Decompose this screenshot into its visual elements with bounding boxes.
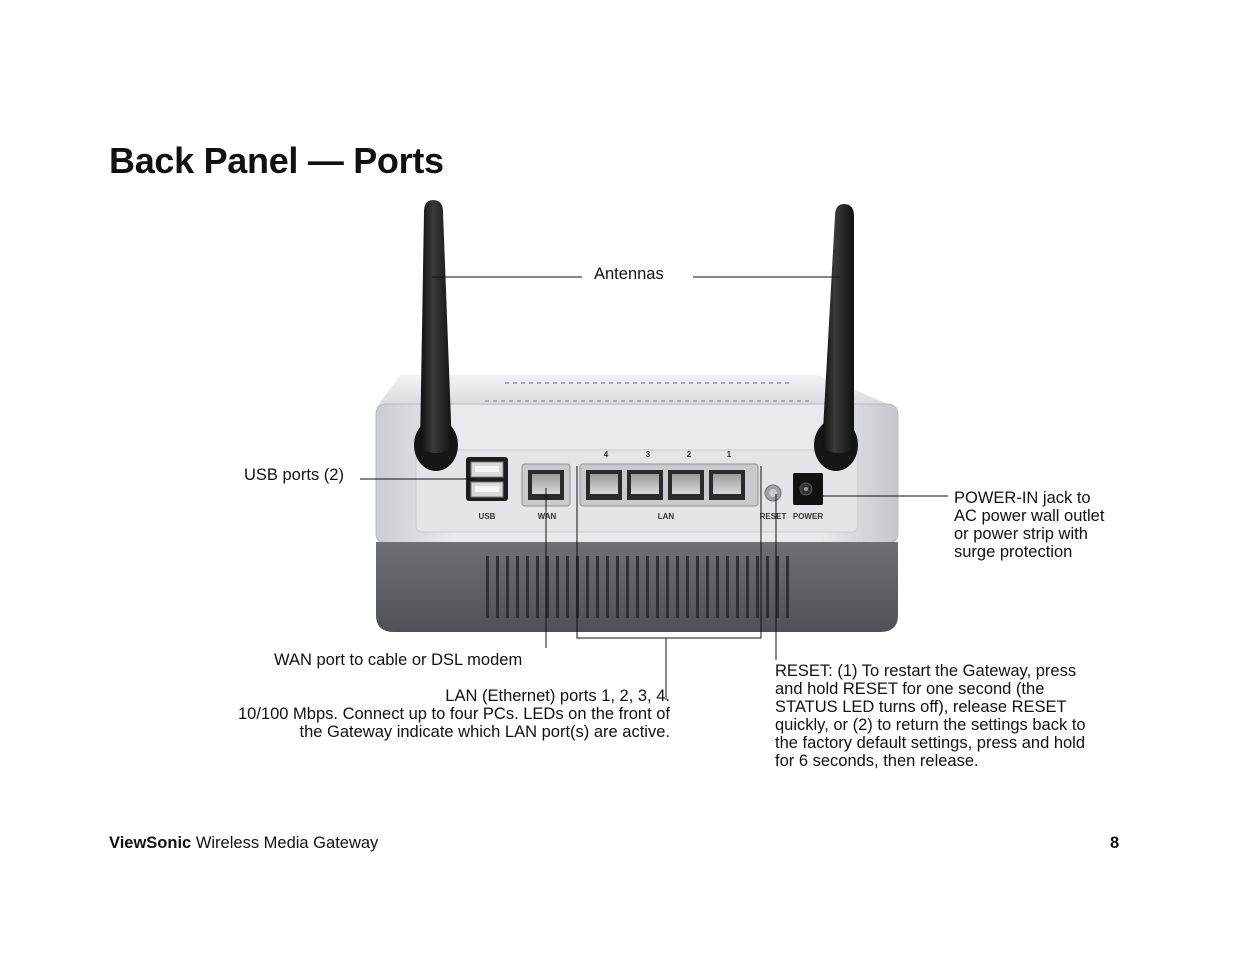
power-callout-line: AC power wall outlet	[954, 507, 1105, 525]
reset-callout-line: for 6 seconds, then release.	[775, 752, 979, 770]
reset-button	[764, 484, 782, 502]
reset-panel-label: RESET	[760, 512, 787, 521]
page-title: Back Panel — Ports	[109, 140, 444, 181]
wan-port	[521, 463, 571, 507]
power-callout-line: or power strip with	[954, 525, 1088, 543]
power-callout-line: surge protection	[954, 543, 1073, 561]
footer-brand: ViewSonic	[109, 834, 192, 852]
power-jack	[793, 473, 823, 505]
wan-callout: WAN port to cable or DSL modem	[274, 651, 523, 669]
lan-panel-label: LAN	[658, 512, 675, 521]
port-4-label: 4	[604, 450, 609, 459]
lan-callout-line: LAN (Ethernet) ports 1, 2, 3, 4.	[445, 687, 670, 705]
port-2-label: 2	[687, 450, 692, 459]
antenna-left	[420, 200, 452, 453]
port-1-label: 1	[727, 450, 732, 459]
router-base	[376, 542, 898, 632]
page-number: 8	[1110, 834, 1120, 852]
power-callout: POWER-IN jack to AC power wall outlet or…	[954, 489, 1104, 561]
port-3-label: 3	[646, 450, 651, 459]
wan-panel-label: WAN	[538, 512, 557, 521]
reset-callout-line: quickly, or (2) to return the settings b…	[775, 716, 1086, 734]
lan-callout-line: 10/100 Mbps. Connect up to four PCs. LED…	[238, 705, 670, 723]
power-callout-line: POWER-IN jack to	[954, 489, 1091, 507]
reset-callout-line: the factory default settings, press and …	[775, 734, 1086, 752]
lan-ports	[579, 463, 759, 507]
reset-callout-line: and hold RESET for one second (the	[775, 680, 1045, 698]
reset-callout-line: RESET: (1) To restart the Gateway, press	[775, 662, 1077, 680]
lan-callout-line: the Gateway indicate which LAN port(s) a…	[299, 723, 670, 741]
top-vent-dots	[485, 382, 809, 402]
reset-callout-line: STATUS LED turns off), release RESET	[775, 698, 1067, 716]
leader-lines	[360, 276, 948, 700]
footer-product-name: Wireless Media Gateway	[191, 834, 379, 852]
antennas-callout: Antennas	[594, 265, 664, 283]
usb-panel-label: USB	[479, 512, 496, 521]
router-top-surface	[376, 375, 898, 408]
footer-product: ViewSonic Wireless Media Gateway	[109, 834, 378, 853]
lan-bracket	[576, 466, 762, 639]
power-panel-label: POWER	[793, 512, 823, 521]
reset-callout: RESET: (1) To restart the Gateway, press…	[775, 662, 1086, 770]
usb-callout: USB ports (2)	[244, 466, 344, 484]
antenna-right	[822, 204, 854, 453]
lan-callout: LAN (Ethernet) ports 1, 2, 3, 4. 10/100 …	[238, 687, 670, 741]
usb-ports	[466, 457, 508, 501]
